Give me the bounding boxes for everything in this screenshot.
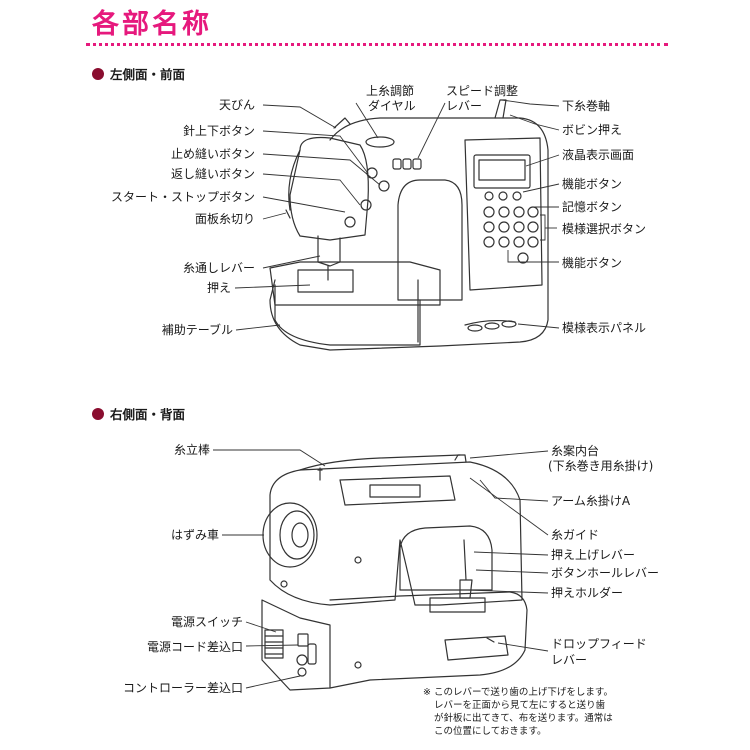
front-machine-drawing — [269, 99, 549, 351]
label-arm-thread-guide: アーム糸掛けA — [551, 494, 631, 508]
label-function-button-bottom: 機能ボタン — [562, 256, 623, 270]
label-pattern-panel: 模様表示パネル — [562, 321, 647, 335]
label-drop-feed-line1: ドロップフィード — [551, 637, 647, 651]
label-start-stop-button: スタート・ストップボタン — [110, 190, 255, 204]
label-needle-updown-button: 針上下ボタン — [182, 124, 255, 138]
label-speed-lever-line2: レバー — [446, 99, 483, 113]
label-bobbin-winder: 下糸巻軸 — [562, 99, 611, 113]
section-heading-back: 右側面・背面 — [92, 404, 185, 423]
label-tenbin: 天びん — [218, 98, 255, 112]
back-machine-drawing — [261, 454, 528, 691]
label-thread-cutter: 面板糸切り — [194, 212, 255, 226]
label-handwheel: はずみ車 — [170, 528, 219, 542]
label-drop-feed-line2: レバー — [551, 653, 588, 667]
label-presser-lifter: 押え上げレバー — [551, 548, 636, 562]
section-heading-front: 左側面・前面 — [92, 64, 185, 83]
label-thread-guide-base-line2: (下糸巻き用糸掛け) — [548, 459, 654, 473]
label-thread-guide-base-line1: 糸案内台 — [551, 444, 600, 458]
label-foot-holder: 押えホルダー — [551, 586, 624, 600]
bullet-icon — [92, 407, 104, 420]
label-lcd-screen: 液晶表示画面 — [562, 148, 635, 162]
note-line4: この位置にしておきます。 — [434, 726, 547, 737]
label-thread-guide: 糸ガイド — [551, 528, 600, 542]
label-presser-foot: 押え — [206, 281, 231, 295]
bullet-icon — [92, 67, 104, 80]
section-heading-back-text: 右側面・背面 — [110, 407, 186, 422]
section-heading-front-text: 左側面・前面 — [110, 67, 186, 82]
label-lock-stitch-button: 止め縫いボタン — [170, 147, 255, 161]
label-tension-dial-line1: 上糸調節 — [366, 84, 415, 98]
label-threader-lever: 糸通しレバー — [182, 261, 255, 275]
note-line1: ※ このレバーで送り歯の上げ下げをします。 — [423, 687, 613, 698]
note-line3: が針板に出てきて、布を送ります。通常は — [434, 713, 613, 724]
label-speed-lever-line1: スピード調整 — [446, 84, 519, 98]
label-memory-button: 記憶ボタン — [562, 200, 623, 214]
label-power-cord-socket: 電源コード差込口 — [146, 640, 243, 654]
label-reverse-button: 返し縫いボタン — [170, 167, 255, 181]
label-buttonhole-lever: ボタンホールレバー — [551, 566, 660, 580]
label-controller-socket: コントローラー差込口 — [122, 681, 243, 695]
label-pattern-select-button: 模様選択ボタン — [562, 222, 647, 236]
label-bobbin-stopper: ボビン押え — [562, 123, 623, 137]
label-function-button-top: 機能ボタン — [562, 177, 623, 191]
label-tension-dial-line2: ダイヤル — [368, 99, 416, 113]
page-title: 各部名称 — [92, 9, 212, 40]
label-aux-table: 補助テーブル — [161, 323, 233, 337]
label-spool-pin: 糸立棒 — [173, 443, 210, 457]
label-power-switch: 電源スイッチ — [170, 615, 243, 629]
note-line2: レバーを正面から見て左にすると送り歯 — [434, 700, 606, 711]
title-divider — [86, 43, 668, 46]
